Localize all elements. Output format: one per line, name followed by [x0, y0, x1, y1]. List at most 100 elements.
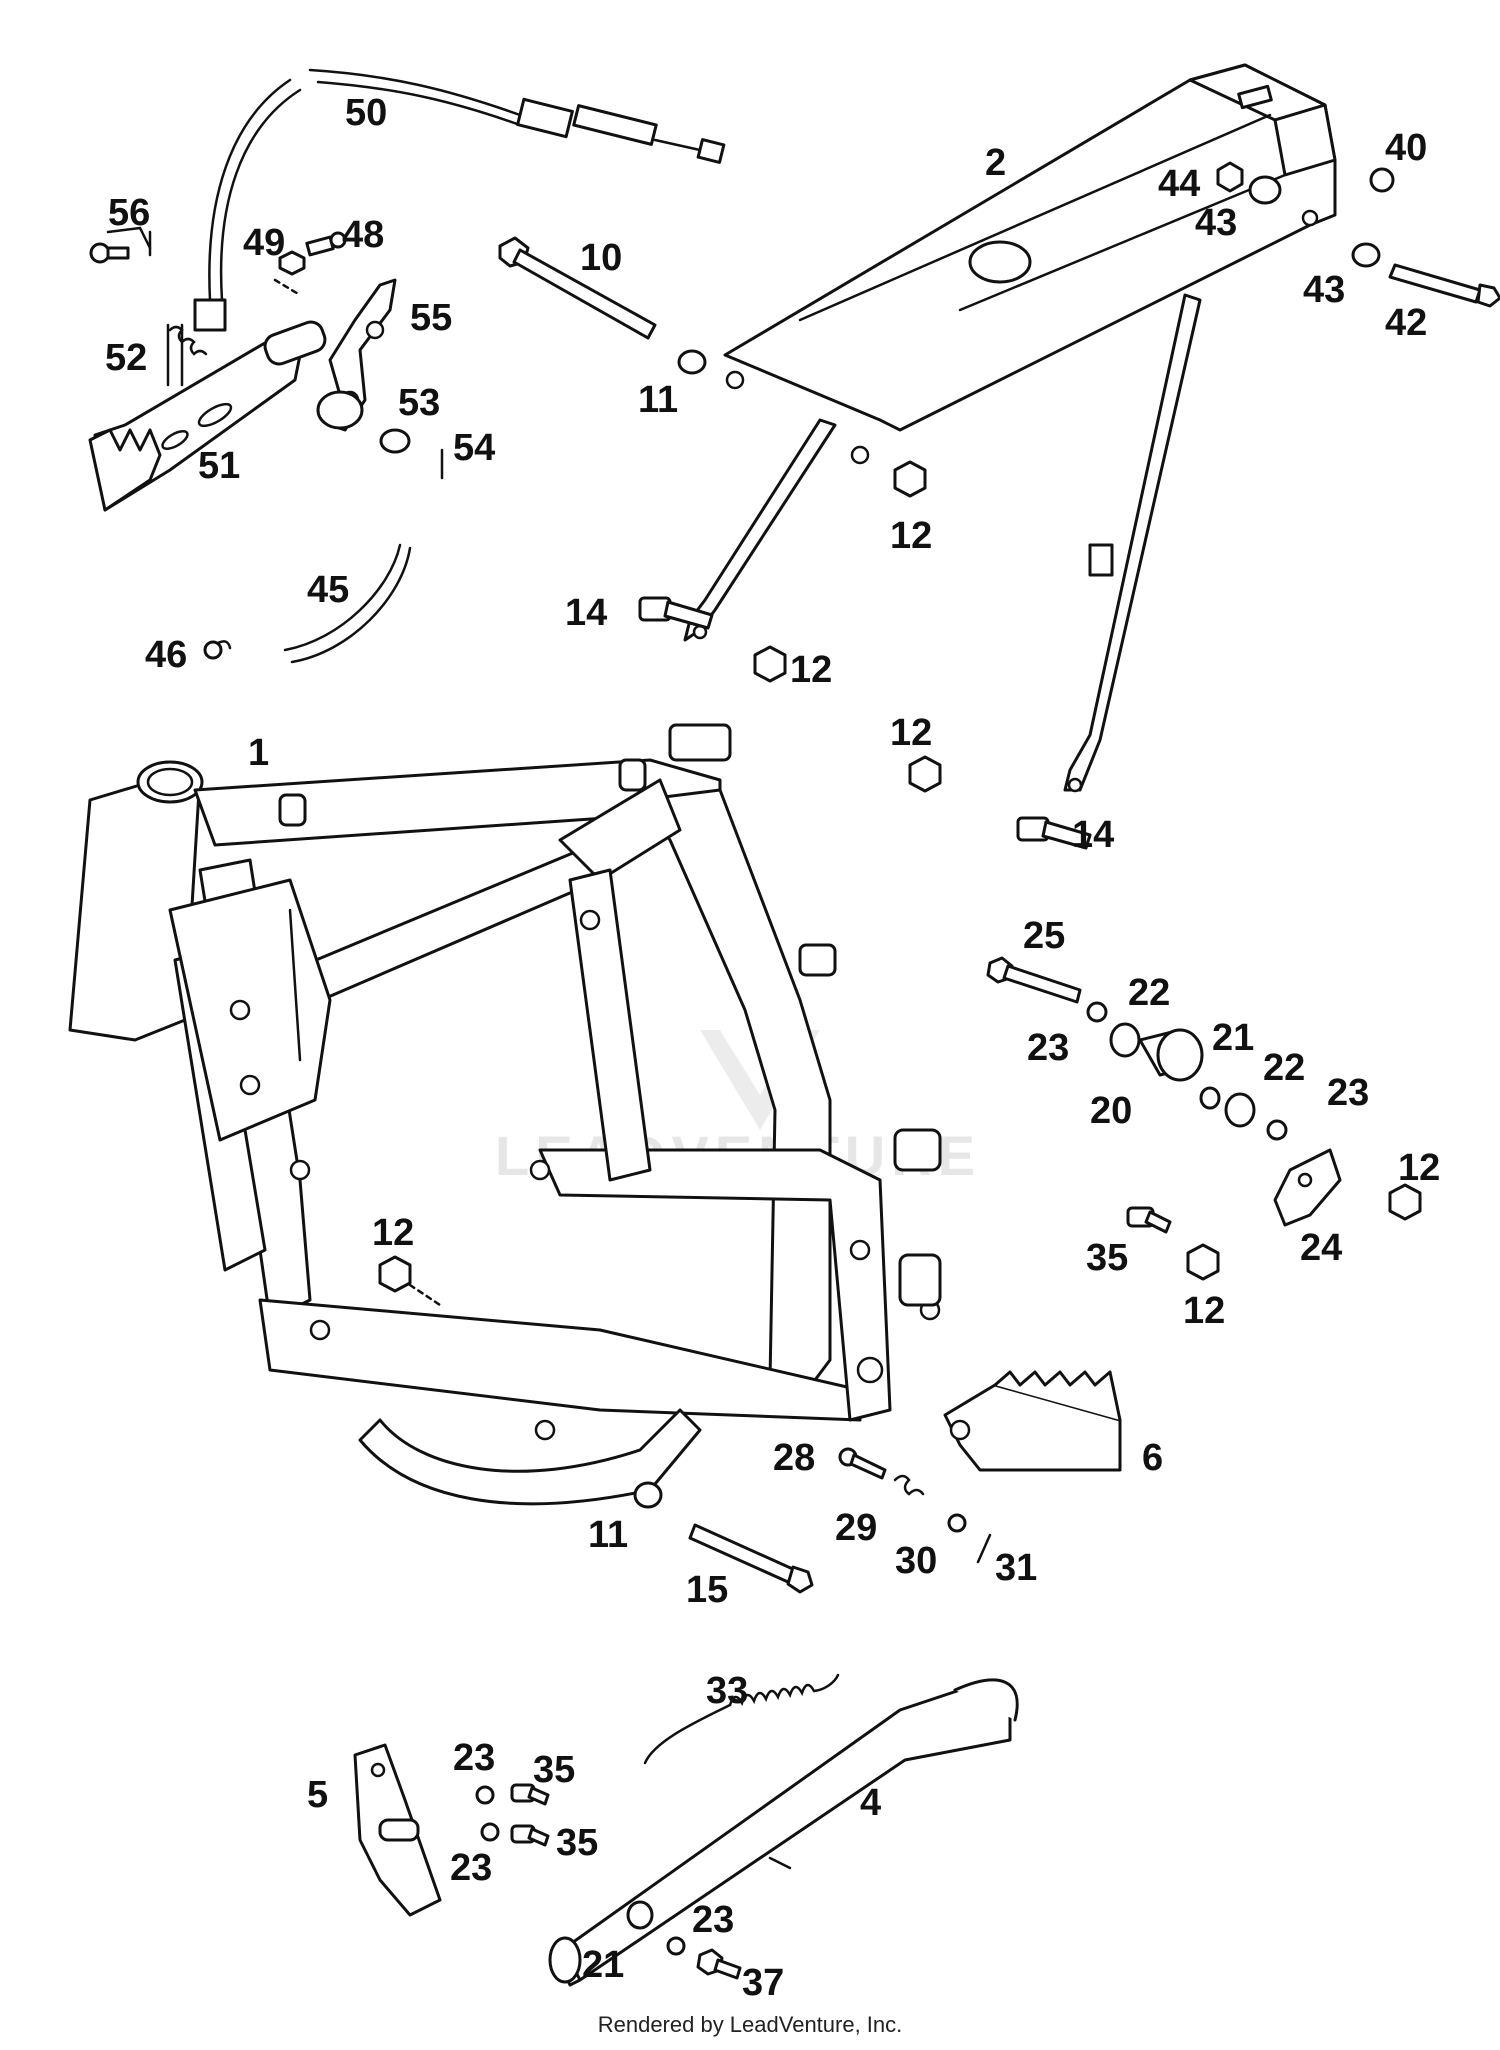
clamp-part-46[interactable] [203, 640, 232, 660]
callout-42: 42 [1385, 302, 1427, 344]
bolt-part-56[interactable] [89, 226, 152, 264]
callout-23-b: 23 [1327, 1072, 1369, 1114]
bracket-part-5[interactable] [353, 1743, 442, 1917]
callout-35-a: 35 [1086, 1237, 1128, 1279]
callout-4: 4 [860, 1782, 881, 1824]
nut-part-12-b[interactable] [753, 645, 787, 683]
bolt-part-14-b[interactable] [1016, 816, 1092, 850]
callout-25: 25 [1023, 915, 1065, 957]
main-frame-part-1[interactable] [68, 723, 942, 1506]
nut-part-12-plate[interactable] [1388, 1183, 1422, 1221]
callout-24: 24 [1300, 1227, 1342, 1269]
sleeve-part-21-b[interactable] [626, 1900, 654, 1930]
callout-21-b: 21 [582, 1944, 624, 1986]
callout-1: 1 [248, 732, 269, 774]
cotter-pin-part-31[interactable] [976, 1533, 992, 1564]
bolt-part-35-c[interactable] [510, 1824, 550, 1847]
callout-12-a: 12 [890, 515, 932, 557]
hose-part-45[interactable] [283, 543, 412, 664]
callout-23-e: 23 [692, 1899, 734, 1941]
callout-11-upper: 11 [638, 379, 678, 421]
nut-part-40[interactable] [1369, 167, 1395, 193]
bushing-part-20[interactable] [1138, 1028, 1204, 1082]
screw-part-48[interactable] [305, 231, 347, 257]
callout-29: 29 [835, 1507, 877, 1549]
subframe-part-2[interactable] [723, 63, 1337, 465]
nut-part-12-bolt[interactable] [1186, 1243, 1220, 1281]
spacer-part-22-b[interactable] [1224, 1092, 1256, 1128]
bolt-part-15[interactable] [688, 1523, 814, 1594]
nut-part-12-a[interactable] [893, 460, 927, 498]
washer-part-23-a[interactable] [1086, 1001, 1108, 1023]
washer-part-43-upper[interactable] [1248, 175, 1282, 205]
washer-part-53[interactable] [379, 428, 411, 454]
washer-part-30[interactable] [947, 1513, 967, 1533]
sleeve-part-21-a[interactable] [1199, 1086, 1221, 1110]
nut-part-12-c[interactable] [908, 755, 942, 793]
bolt-part-14-a[interactable] [638, 596, 714, 630]
callout-49: 49 [243, 222, 285, 264]
nut-part-49[interactable] [273, 250, 306, 297]
callout-15: 15 [686, 1569, 728, 1611]
callout-14-a: 14 [565, 592, 607, 634]
render-credit: Rendered by LeadVenture, Inc. [597, 2012, 903, 2037]
callout-54: 54 [453, 427, 495, 469]
callout-14-b: 14 [1072, 814, 1114, 856]
callout-12-b: 12 [790, 649, 832, 691]
spacer-part-22-a[interactable] [1109, 1022, 1141, 1058]
subframe-strut-right[interactable] [1063, 293, 1202, 793]
subframe-strut-left[interactable] [683, 418, 837, 642]
side-stand-part-4[interactable] [548, 1678, 1019, 1987]
bracket-part-55[interactable] [316, 278, 397, 432]
callout-53: 53 [398, 382, 440, 424]
spring-part-29[interactable] [893, 1474, 925, 1496]
callout-46: 46 [145, 634, 187, 676]
callout-22-a: 22 [1128, 972, 1170, 1014]
washer-part-11-lower[interactable] [633, 1481, 663, 1509]
pin-part-28[interactable] [838, 1447, 887, 1480]
washer-part-11-upper[interactable] [677, 349, 707, 375]
footpeg-part-6[interactable] [943, 1370, 1122, 1472]
bolt-part-35-b[interactable] [510, 1783, 550, 1806]
callout-10: 10 [580, 237, 622, 279]
callout-20: 20 [1090, 1090, 1132, 1132]
washer-part-23-b[interactable] [1266, 1119, 1288, 1141]
spring-part-52[interactable] [166, 323, 208, 387]
bolt-part-35-a[interactable] [1126, 1206, 1172, 1234]
bolt-part-37[interactable] [696, 1948, 742, 1980]
callout-labels: 1 2 4 5 6 10 11 11 12 12 12 12 12 12 14 … [105, 92, 1440, 2004]
washer-part-23-c[interactable] [475, 1785, 495, 1805]
callout-33: 33 [706, 1670, 748, 1712]
callout-50: 50 [345, 92, 387, 134]
callout-51: 51 [198, 445, 240, 487]
bolt-part-42[interactable] [1388, 263, 1500, 308]
spring-part-33[interactable] [643, 1673, 840, 1765]
bolt-part-25[interactable] [986, 956, 1082, 1004]
callout-30: 30 [895, 1540, 937, 1582]
cable-part-50[interactable] [193, 68, 726, 332]
callout-23-d: 23 [450, 1847, 492, 1889]
callout-43-upper: 43 [1195, 202, 1237, 244]
washer-part-23-d[interactable] [480, 1822, 500, 1842]
nut-part-44[interactable] [1216, 161, 1244, 193]
washer-part-43-lower[interactable] [1351, 242, 1381, 268]
washer-part-23-e[interactable] [666, 1936, 686, 1956]
callout-6: 6 [1142, 1437, 1163, 1479]
callout-45: 45 [307, 569, 349, 611]
bolt-part-10[interactable] [498, 236, 657, 340]
callout-12-e: 12 [1398, 1147, 1440, 1189]
nut-part-12-frame[interactable] [378, 1255, 442, 1307]
callout-21-a: 21 [1212, 1017, 1254, 1059]
callout-22-b: 22 [1263, 1047, 1305, 1089]
brake-pedal-part-51[interactable] [88, 319, 328, 512]
callout-28: 28 [773, 1437, 815, 1479]
callout-31: 31 [995, 1547, 1037, 1589]
callout-55: 55 [410, 297, 452, 339]
callout-44: 44 [1158, 163, 1200, 205]
callout-12-c: 12 [890, 712, 932, 754]
plate-part-24[interactable] [1273, 1148, 1342, 1227]
callout-35-b: 35 [533, 1749, 575, 1791]
callout-43-lower: 43 [1303, 269, 1345, 311]
callout-2: 2 [985, 142, 1006, 184]
callout-12-d: 12 [372, 1212, 414, 1254]
